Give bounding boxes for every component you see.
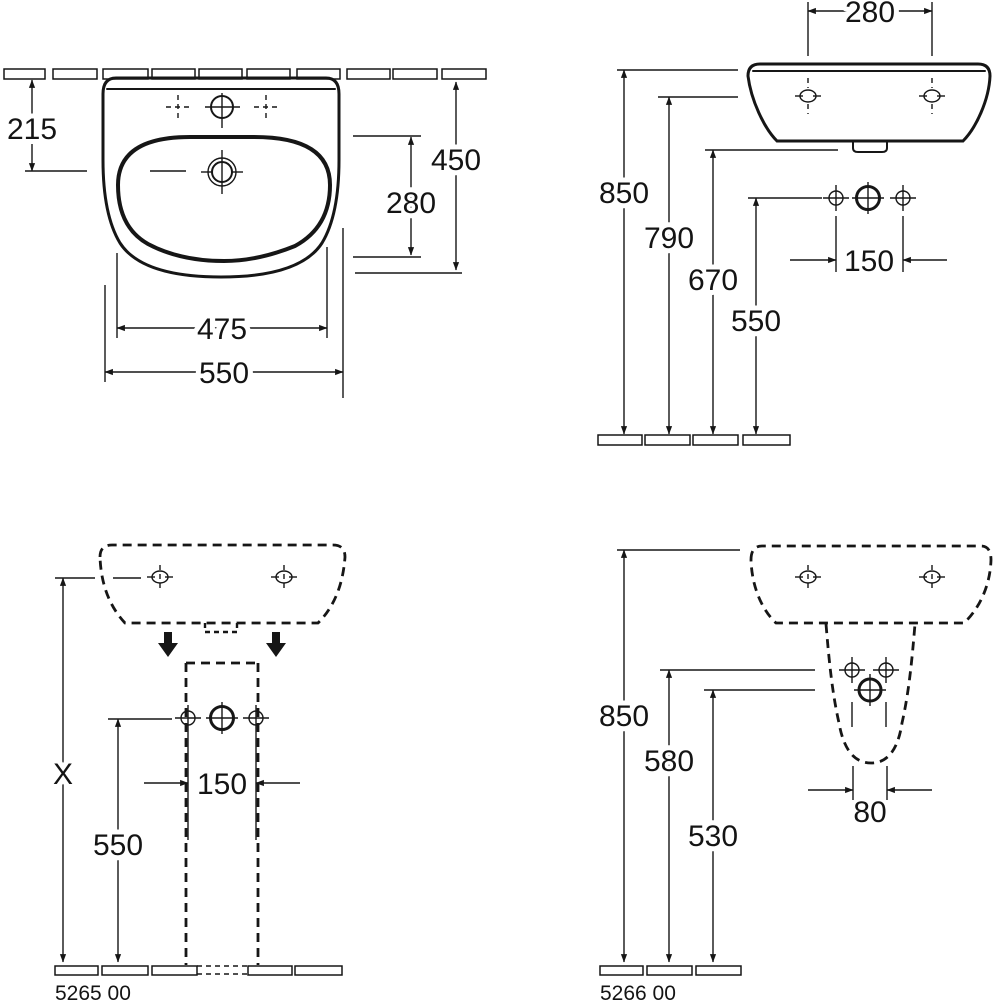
- assembly-arrows: [158, 632, 286, 657]
- dim-280: [353, 135, 421, 258]
- fixing-holes-front: [113, 565, 297, 590]
- dim-label-x: X: [53, 758, 73, 791]
- dim-x: [55, 577, 95, 963]
- dim-label-530: 530: [688, 820, 738, 853]
- dim-label-450: 450: [431, 144, 481, 177]
- bowl-outline: [115, 135, 333, 264]
- product-code-5266: 5266 00: [600, 982, 676, 1000]
- dim-label-280-top: 280: [845, 0, 895, 29]
- dim-670: [705, 149, 838, 435]
- supply-drain-holes: [839, 657, 899, 706]
- dim-label-150-front: 150: [197, 768, 247, 801]
- view-front-pedestal: X 550 150 5265 00: [48, 543, 347, 1000]
- dim-215: [25, 79, 87, 172]
- floor-tiles-side: [597, 434, 791, 446]
- dim-790: [658, 96, 738, 435]
- dim-label-550-height: 550: [731, 305, 781, 338]
- dim-150-side: [790, 216, 947, 272]
- view-side-pedestal: 850 580 530 80 5266 00: [594, 544, 993, 1000]
- floor-tiles-front: [54, 965, 343, 976]
- dim-label-150-side: 150: [844, 245, 894, 278]
- dim-label-850-pedestal: 850: [599, 700, 649, 733]
- dim-450: [355, 81, 462, 274]
- dim-580: [660, 669, 815, 963]
- dim-550-height: [748, 197, 822, 435]
- semi-pedestal-dashed: [824, 623, 917, 765]
- dim-150-front: [144, 731, 300, 840]
- dim-label-580: 580: [644, 745, 694, 778]
- dim-label-670: 670: [688, 264, 738, 297]
- dim-label-790: 790: [644, 222, 694, 255]
- basin-outline-dashed-side: [749, 544, 993, 625]
- view-side: 280 850 790 670 550 150: [594, 0, 992, 446]
- dim-475: [116, 247, 328, 338]
- dim-530: [704, 689, 815, 963]
- dim-550: [104, 228, 344, 398]
- dim-label-215: 215: [7, 113, 57, 146]
- dim-label-475: 475: [197, 313, 247, 346]
- dim-280-top: [807, 2, 933, 56]
- dim-label-550-width: 550: [199, 357, 249, 390]
- fixing-holes-side-pedestal: [795, 565, 945, 590]
- dim-850: [617, 69, 738, 435]
- basin-outline-side: [746, 62, 992, 143]
- fixing-holes-side: [795, 78, 945, 114]
- dim-label-280: 280: [386, 187, 436, 220]
- dim-label-550-pedestal: 550: [93, 829, 143, 862]
- pedestal-dashed: [184, 661, 260, 975]
- dim-label-850: 850: [599, 177, 649, 210]
- dim-80: [808, 702, 932, 800]
- tap-hole-marks: [166, 93, 278, 128]
- drain-stub-dashed: [203, 623, 239, 634]
- supply-holes-front: [175, 702, 269, 734]
- basin-outline-top: [101, 76, 341, 279]
- floor-tiles-side-pedestal: [599, 965, 742, 976]
- drain-trap: [852, 140, 888, 153]
- supply-holes: [823, 182, 916, 214]
- view-top: 215 450 280 475 550: [2, 68, 487, 398]
- wall-tiles: [3, 68, 487, 80]
- dim-550-pedestal: [108, 718, 172, 963]
- dim-label-80: 80: [853, 796, 886, 829]
- drain-hole: [150, 150, 243, 194]
- product-code-5265: 5265 00: [55, 982, 131, 1000]
- center-tap-hole: [210, 95, 234, 119]
- basin-outline-dashed-front: [98, 543, 347, 625]
- dim-850-pedestal: [617, 549, 740, 963]
